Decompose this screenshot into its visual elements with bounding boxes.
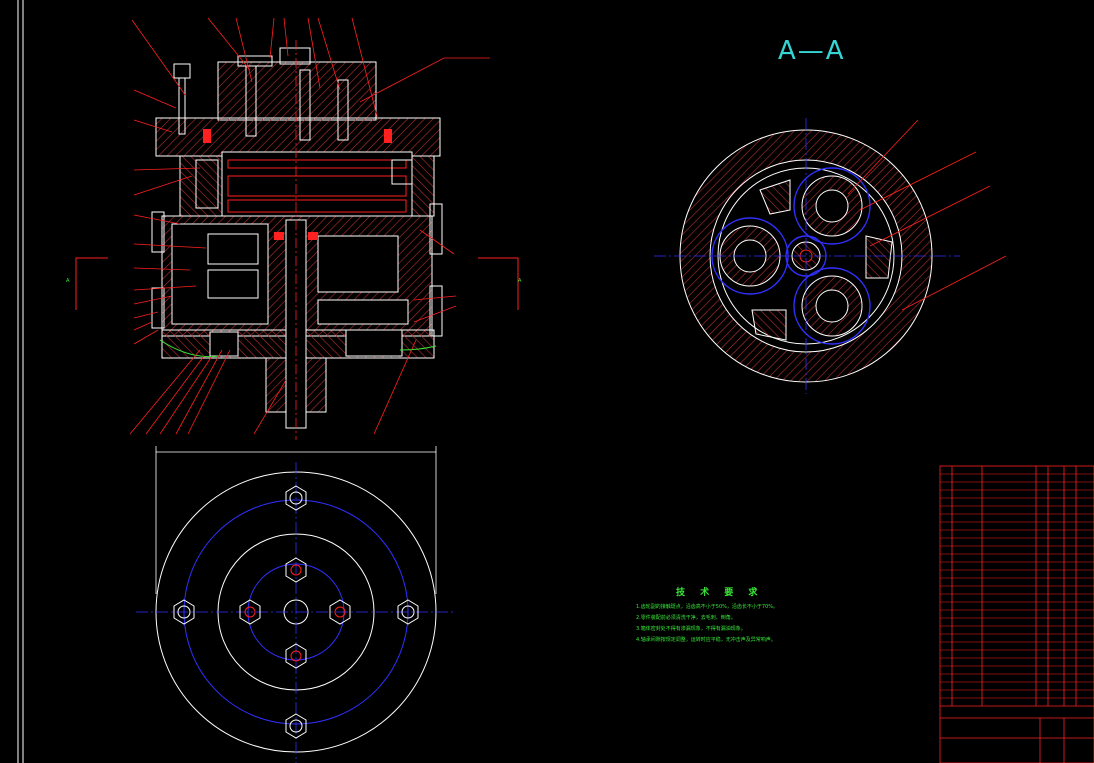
parts-list-table xyxy=(939,465,1094,763)
technical-requirements: 技 术 要 求 1.齿轮副的接触斑点，沿齿高不小于50%，沿齿长不小于70%。 … xyxy=(636,585,926,646)
technical-note-1: 1.齿轮副的接触斑点，沿齿高不小于50%，沿齿长不小于70%。 xyxy=(636,604,778,610)
technical-note-4: 4.轴承间隙按规定调整，运转时应平稳，无冲击声及异常响声。 xyxy=(636,637,776,643)
technical-note-3: 3.箱体密封处不得有渗漏现象，不得有漏油现象。 xyxy=(636,626,746,632)
section-mark-right: A xyxy=(518,278,522,284)
parts-list-rows xyxy=(940,473,1094,699)
section-cut-marks xyxy=(75,257,519,310)
drawing-frame xyxy=(17,0,24,763)
section-mark-left: A xyxy=(66,278,70,284)
section-aa-view xyxy=(654,118,1007,394)
leader-lines-front xyxy=(129,17,490,435)
technical-note-2: 2.零件装配前必须清洗干净，去毛刺、倒角。 xyxy=(636,615,736,621)
plan-view xyxy=(136,446,456,763)
technical-requirements-heading: 技 术 要 求 xyxy=(676,588,764,598)
front-section-view xyxy=(151,40,443,440)
section-aa-title: A—A xyxy=(778,36,846,66)
